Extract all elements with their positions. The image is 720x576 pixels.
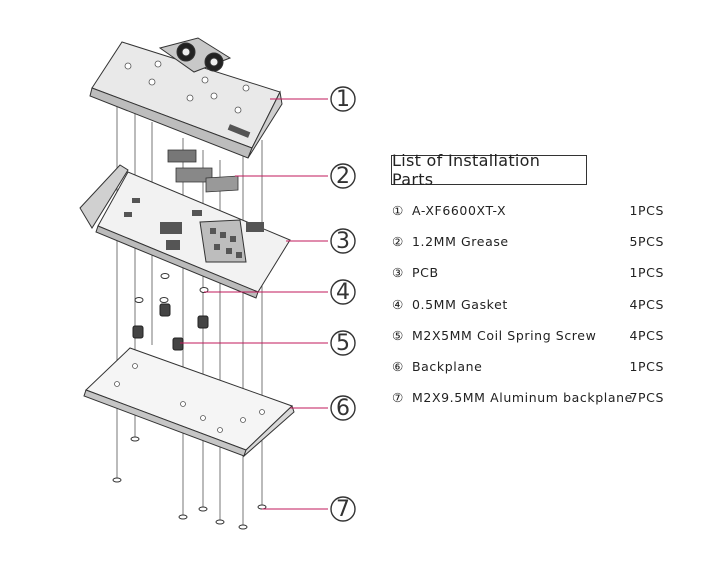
part-row-7: ⑦ M2X9.5MM Aluminum backplane 7PCS [392,390,664,410]
part-number: ⑦ [392,390,404,405]
part-number: ① [392,203,404,218]
part-number: ③ [392,265,404,280]
part-name: 1.2MM Grease [412,234,509,249]
part-quantity: 4PCS [629,297,664,312]
part-row-1: ① A-XF6600XT-X 1PCS [392,203,664,223]
callout-6-label: 6 [336,396,350,421]
part-name: A-XF6600XT-X [412,203,507,218]
part-name: M2X5MM Coil Spring Screw [412,328,597,343]
assembly-guide-lines [116,100,263,525]
part-quantity: 7PCS [629,390,664,405]
part-quantity: 1PCS [629,359,664,374]
aluminum-backplane-screws [112,436,267,530]
callout-5: 5 [330,330,356,356]
part-number: ⑥ [392,359,404,374]
part-number: ② [392,234,404,249]
callout-2-label: 2 [336,164,350,189]
leader-lines [180,98,328,510]
thermal-grease-pads [167,149,239,193]
part-quantity: 4PCS [629,328,664,343]
callout-1-label: 1 [336,87,350,112]
part-name: 0.5MM Gasket [412,297,508,312]
part-row-2: ② 1.2MM Grease 5PCS [392,234,664,254]
pcb-board [79,164,291,299]
part-number: ④ [392,297,404,312]
part-name: Backplane [412,359,483,374]
part-number: ⑤ [392,328,404,343]
callout-2: 2 [330,163,356,189]
backplane [83,347,295,458]
callout-3-label: 3 [336,229,350,254]
part-quantity: 1PCS [629,265,664,280]
part-row-3: ③ PCB 1PCS [392,265,664,285]
coil-spring-screws [132,303,209,351]
callout-7: 7 [330,496,356,522]
part-row-5: ⑤ M2X5MM Coil Spring Screw 4PCS [392,328,664,348]
part-quantity: 1PCS [629,203,664,218]
part-name: PCB [412,265,439,280]
part-quantity: 5PCS [629,234,664,249]
water-block [89,37,283,159]
gaskets [134,273,209,303]
callout-4: 4 [330,279,356,305]
part-name: M2X9.5MM Aluminum backplane [412,390,633,405]
part-row-4: ④ 0.5MM Gasket 4PCS [392,297,664,317]
callout-5-label: 5 [336,331,350,356]
part-row-6: ⑥ Backplane 1PCS [392,359,664,379]
callout-4-label: 4 [336,280,350,305]
callout-7-label: 7 [336,497,350,522]
callout-3: 3 [330,228,356,254]
parts-list-title: List of Installation Parts [391,151,587,189]
callout-6: 6 [330,395,356,421]
callout-1: 1 [330,86,356,112]
callouts: 1 2 3 4 5 6 7 [330,86,356,522]
